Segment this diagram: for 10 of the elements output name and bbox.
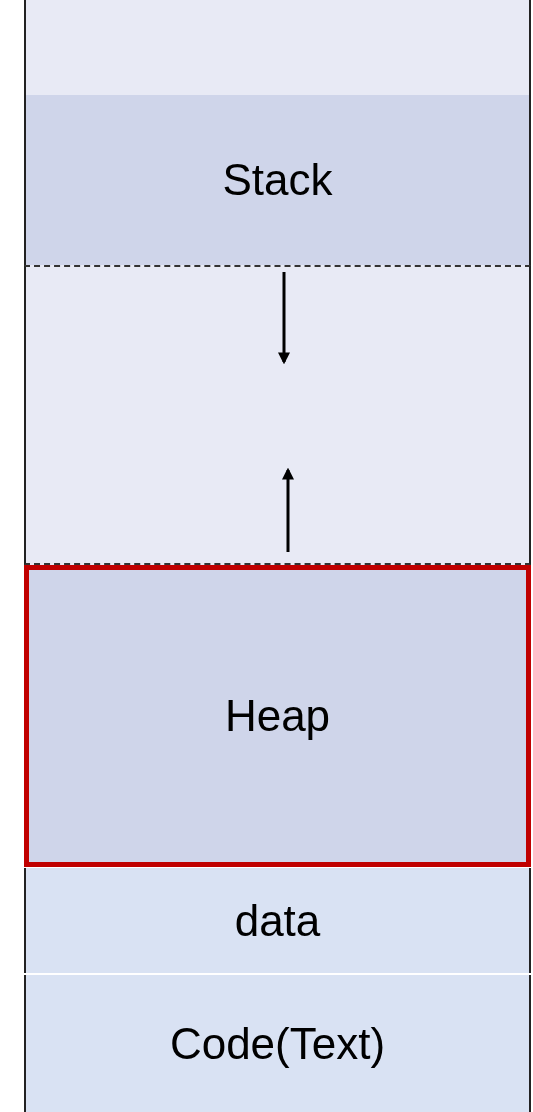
memory-region <box>24 0 531 95</box>
region-label: Code(Text) <box>169 1018 386 1069</box>
free-memory-region <box>24 265 531 565</box>
data-region <box>24 868 531 973</box>
stack-region <box>24 95 531 265</box>
heap-region <box>24 565 531 867</box>
region-label: data <box>234 895 321 946</box>
region-label: Stack <box>222 155 333 205</box>
code-region <box>24 975 531 1112</box>
region-label: Heap <box>224 691 331 741</box>
